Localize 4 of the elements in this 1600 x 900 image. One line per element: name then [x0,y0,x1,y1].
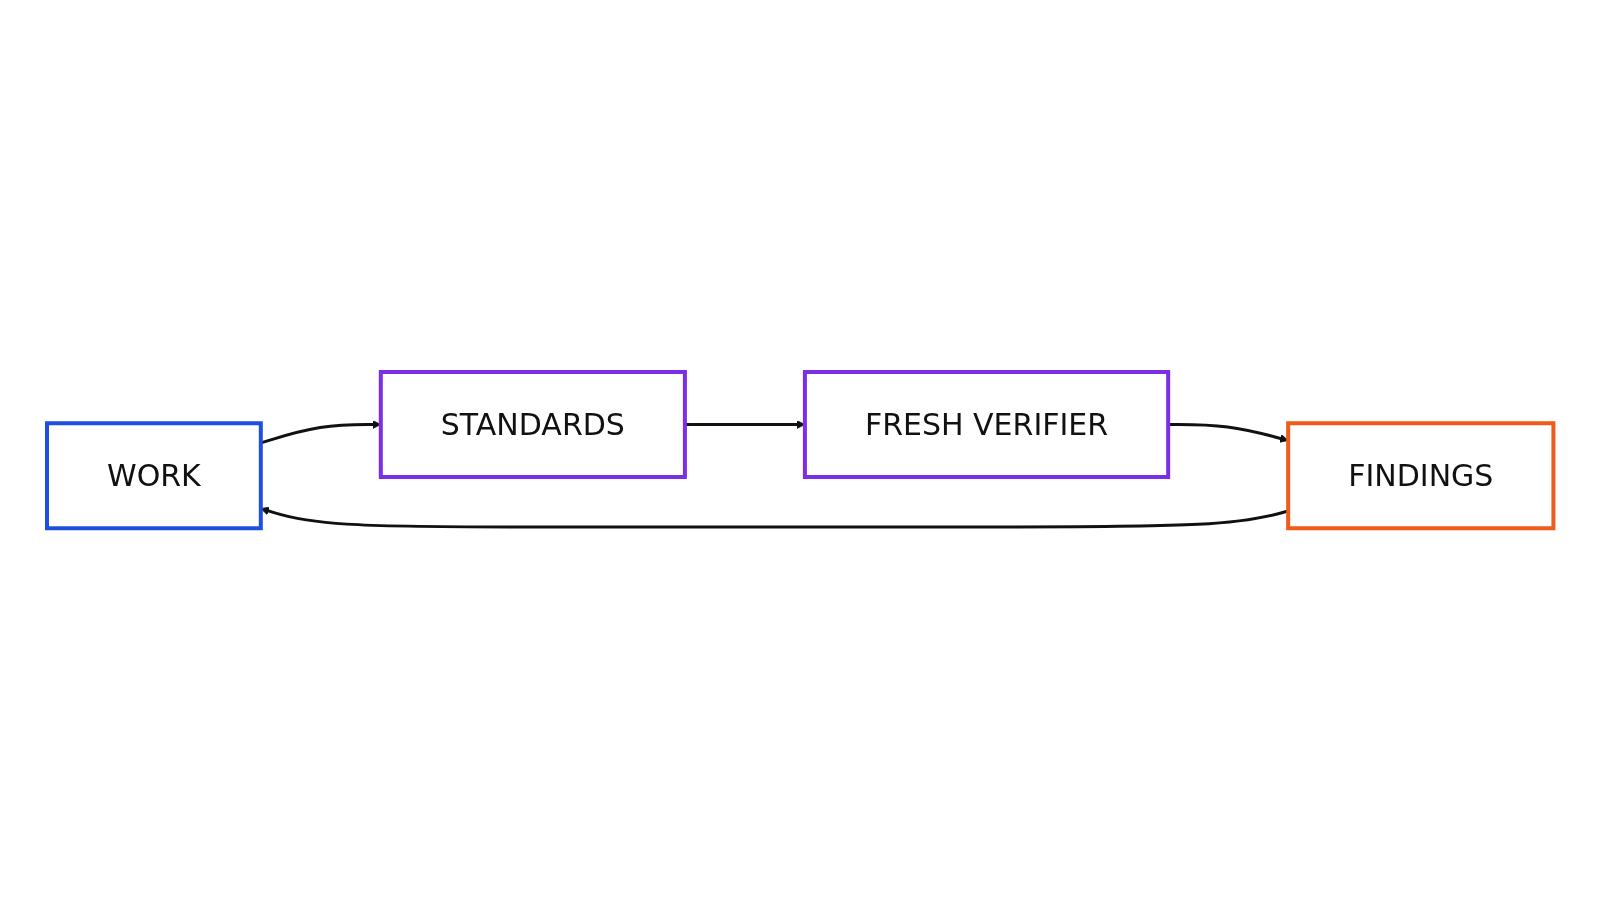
node-box: FINDINGS [1285,421,1556,531]
node-box: STANDARDS [378,369,687,479]
node-box: WORK [44,421,263,531]
node-box: FRESH VERIFIER [802,369,1170,479]
